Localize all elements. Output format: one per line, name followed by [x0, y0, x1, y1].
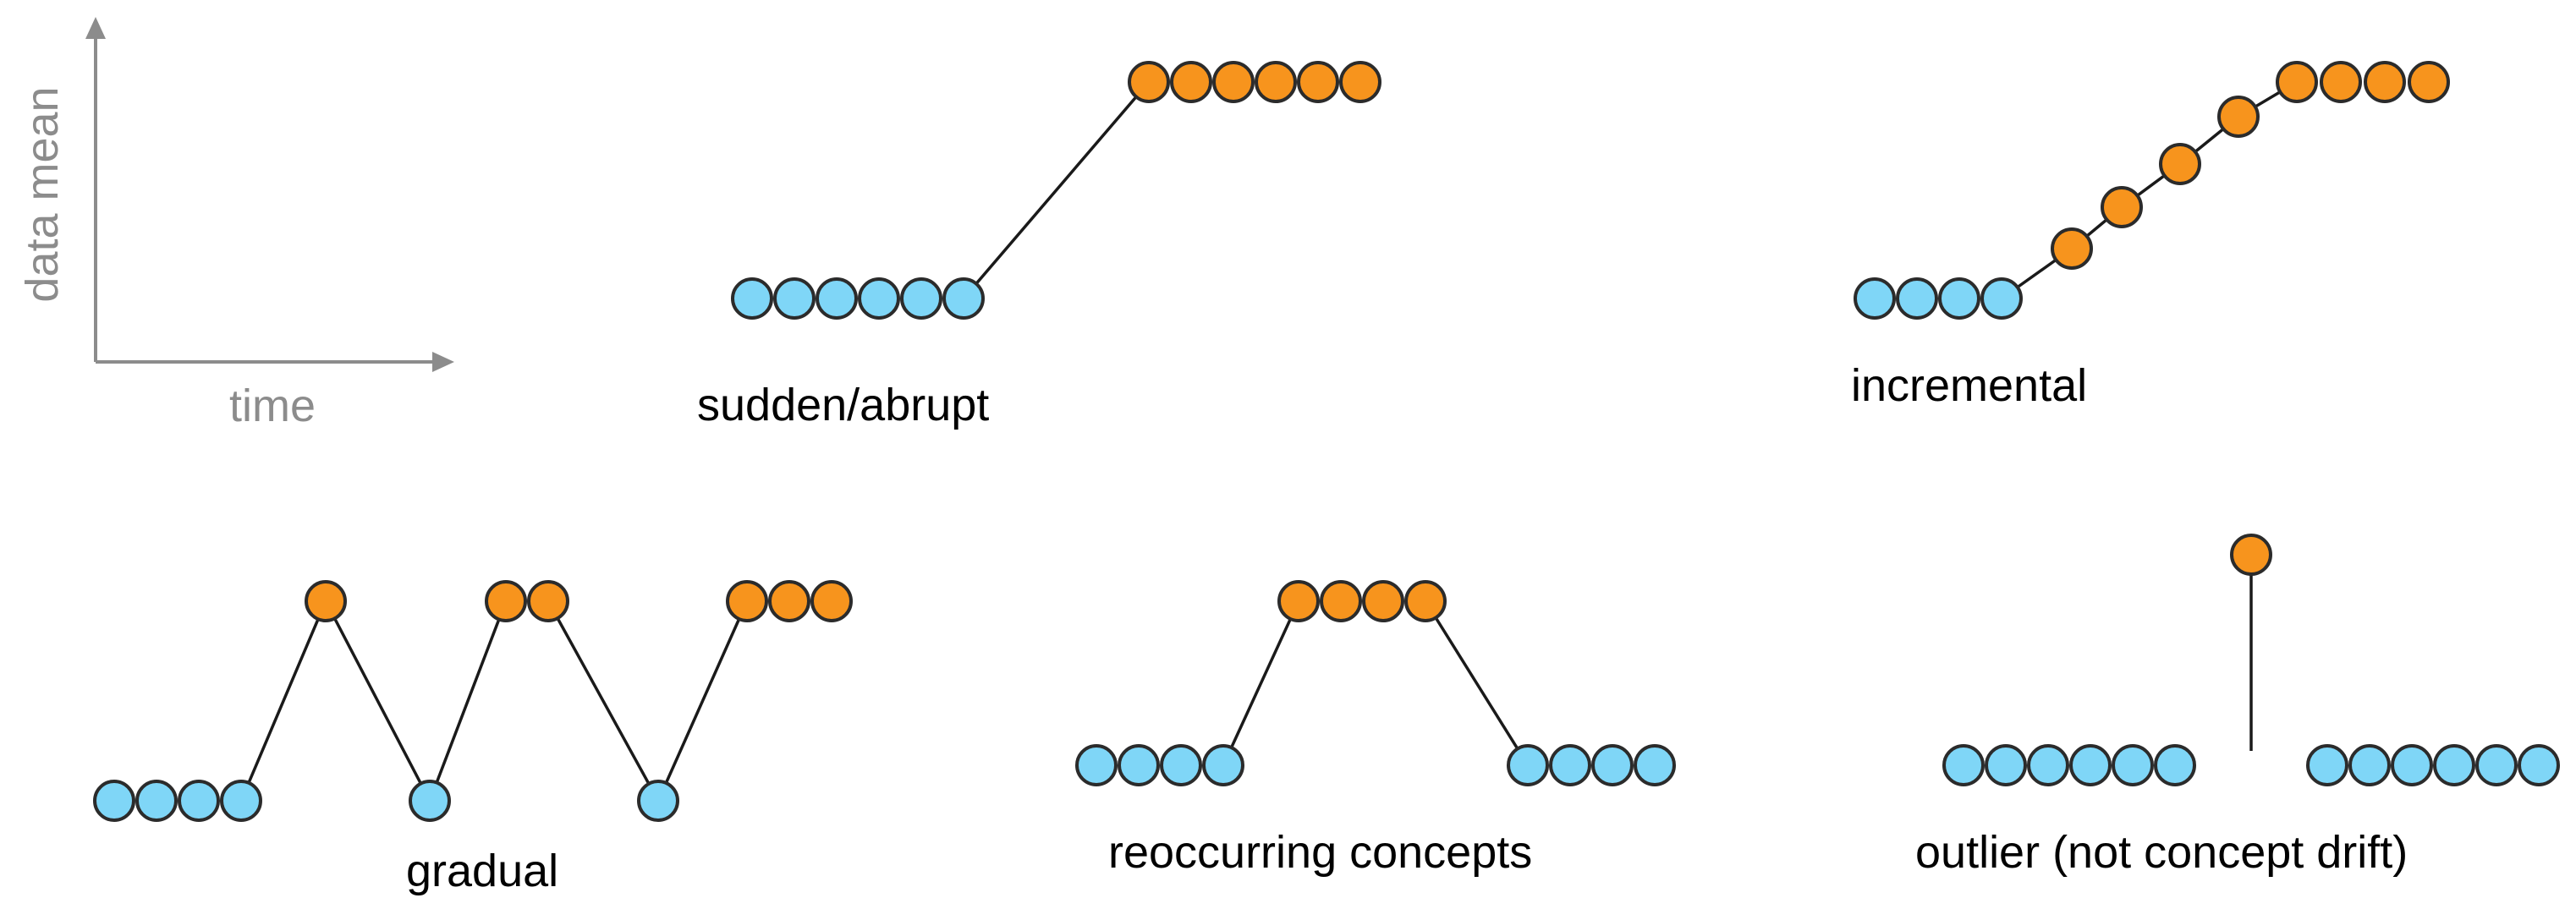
panel-dots	[731, 61, 1381, 320]
old-concept-dot	[1591, 744, 1634, 786]
old-concept-dot	[93, 780, 135, 822]
old-concept-dot	[220, 780, 262, 822]
new-concept-dot	[1128, 61, 1170, 103]
reference-axes: time data mean	[17, 17, 454, 431]
new-concept-dot	[1339, 61, 1381, 103]
new-concept-dot	[2051, 227, 2093, 270]
x-axis-arrow-icon	[432, 352, 454, 372]
panel-reoccurring-concepts: reoccurring concepts	[1075, 580, 1676, 878]
panel-sudden-abrupt: sudden/abrupt	[697, 61, 1381, 430]
connector-line	[547, 600, 660, 802]
old-concept-dot	[1202, 744, 1244, 786]
new-concept-dot	[1170, 61, 1212, 103]
new-concept-dot	[1362, 580, 1404, 622]
old-concept-dot	[1075, 744, 1118, 786]
new-concept-dot	[1277, 580, 1320, 622]
new-concept-dot	[810, 580, 853, 622]
old-concept-dot	[1942, 744, 1985, 786]
new-concept-dot	[2217, 96, 2260, 138]
old-concept-dot	[1854, 277, 1896, 320]
new-concept-dot	[726, 580, 768, 622]
panel-dots	[93, 580, 853, 822]
old-concept-dot	[2433, 744, 2475, 786]
old-concept-dot	[178, 780, 220, 822]
panel-label-gradual: gradual	[406, 846, 558, 896]
old-concept-dot	[2306, 744, 2348, 786]
connector-line	[656, 600, 749, 802]
panel-dots	[1942, 534, 2560, 786]
new-concept-dot	[1404, 580, 1447, 622]
new-concept-dot	[1297, 61, 1339, 103]
new-concept-dot	[2364, 61, 2406, 103]
panel-label-sudden: sudden/abrupt	[697, 380, 989, 430]
panel-gradual: gradual	[93, 580, 853, 896]
new-concept-dot	[1212, 61, 1255, 103]
new-concept-dot	[305, 580, 347, 622]
old-concept-dot	[1160, 744, 1202, 786]
panel-dots	[1854, 61, 2450, 320]
panel-outlier: outlier (not concept drift)	[1915, 534, 2560, 878]
old-concept-dot	[1118, 744, 1160, 786]
old-concept-dot	[2475, 744, 2518, 786]
old-concept-dot	[773, 277, 816, 320]
old-concept-dot	[637, 780, 679, 822]
panel-connectors	[962, 80, 1151, 300]
old-concept-dot	[731, 277, 773, 320]
panel-label-incremental: incremental	[1851, 360, 2087, 411]
new-concept-dot	[2230, 534, 2272, 576]
panel-connectors	[239, 600, 749, 802]
panel-incremental: incremental	[1851, 61, 2450, 411]
old-concept-dot	[2154, 744, 2196, 786]
new-concept-dot	[2408, 61, 2450, 103]
panel-label-outlier: outlier (not concept drift)	[1915, 827, 2408, 878]
old-concept-dot	[2112, 744, 2154, 786]
new-concept-dot	[2101, 186, 2143, 228]
connector-line	[324, 600, 431, 802]
panel-label-reoccurring: reoccurring concepts	[1108, 827, 1532, 878]
old-concept-dot	[2348, 744, 2391, 786]
old-concept-dot	[1549, 744, 1591, 786]
old-concept-dot	[816, 277, 858, 320]
old-concept-dot	[135, 780, 178, 822]
old-concept-dot	[1634, 744, 1676, 786]
new-concept-dot	[527, 580, 569, 622]
old-concept-dot	[2069, 744, 2112, 786]
new-concept-dot	[768, 580, 810, 622]
y-axis-label: data mean	[17, 86, 68, 302]
old-concept-dot	[2027, 744, 2069, 786]
connector-line	[1424, 600, 1530, 766]
connector-line	[962, 80, 1151, 300]
x-axis-label: time	[229, 381, 316, 431]
y-axis-arrow-icon	[85, 17, 106, 39]
old-concept-dot	[409, 780, 451, 822]
panel-dots	[1075, 580, 1676, 786]
old-concept-dot	[1938, 277, 1980, 320]
panel-connectors	[1222, 600, 1530, 766]
old-concept-dot	[858, 277, 900, 320]
old-concept-dot	[2518, 744, 2560, 786]
old-concept-dot	[1980, 277, 2023, 320]
new-concept-dot	[2320, 61, 2362, 103]
old-concept-dot	[1896, 277, 1938, 320]
new-concept-dot	[1320, 580, 1362, 622]
old-concept-dot	[2391, 744, 2433, 786]
new-concept-dot	[2159, 143, 2201, 185]
old-concept-dot	[942, 277, 985, 320]
old-concept-dot	[900, 277, 942, 320]
new-concept-dot	[1255, 61, 1297, 103]
new-concept-dot	[485, 580, 527, 622]
old-concept-dot	[1507, 744, 1549, 786]
connector-line	[428, 600, 508, 802]
connector-line	[239, 600, 327, 802]
old-concept-dot	[1985, 744, 2027, 786]
new-concept-dot	[2276, 61, 2318, 103]
connector-line	[1222, 600, 1300, 766]
